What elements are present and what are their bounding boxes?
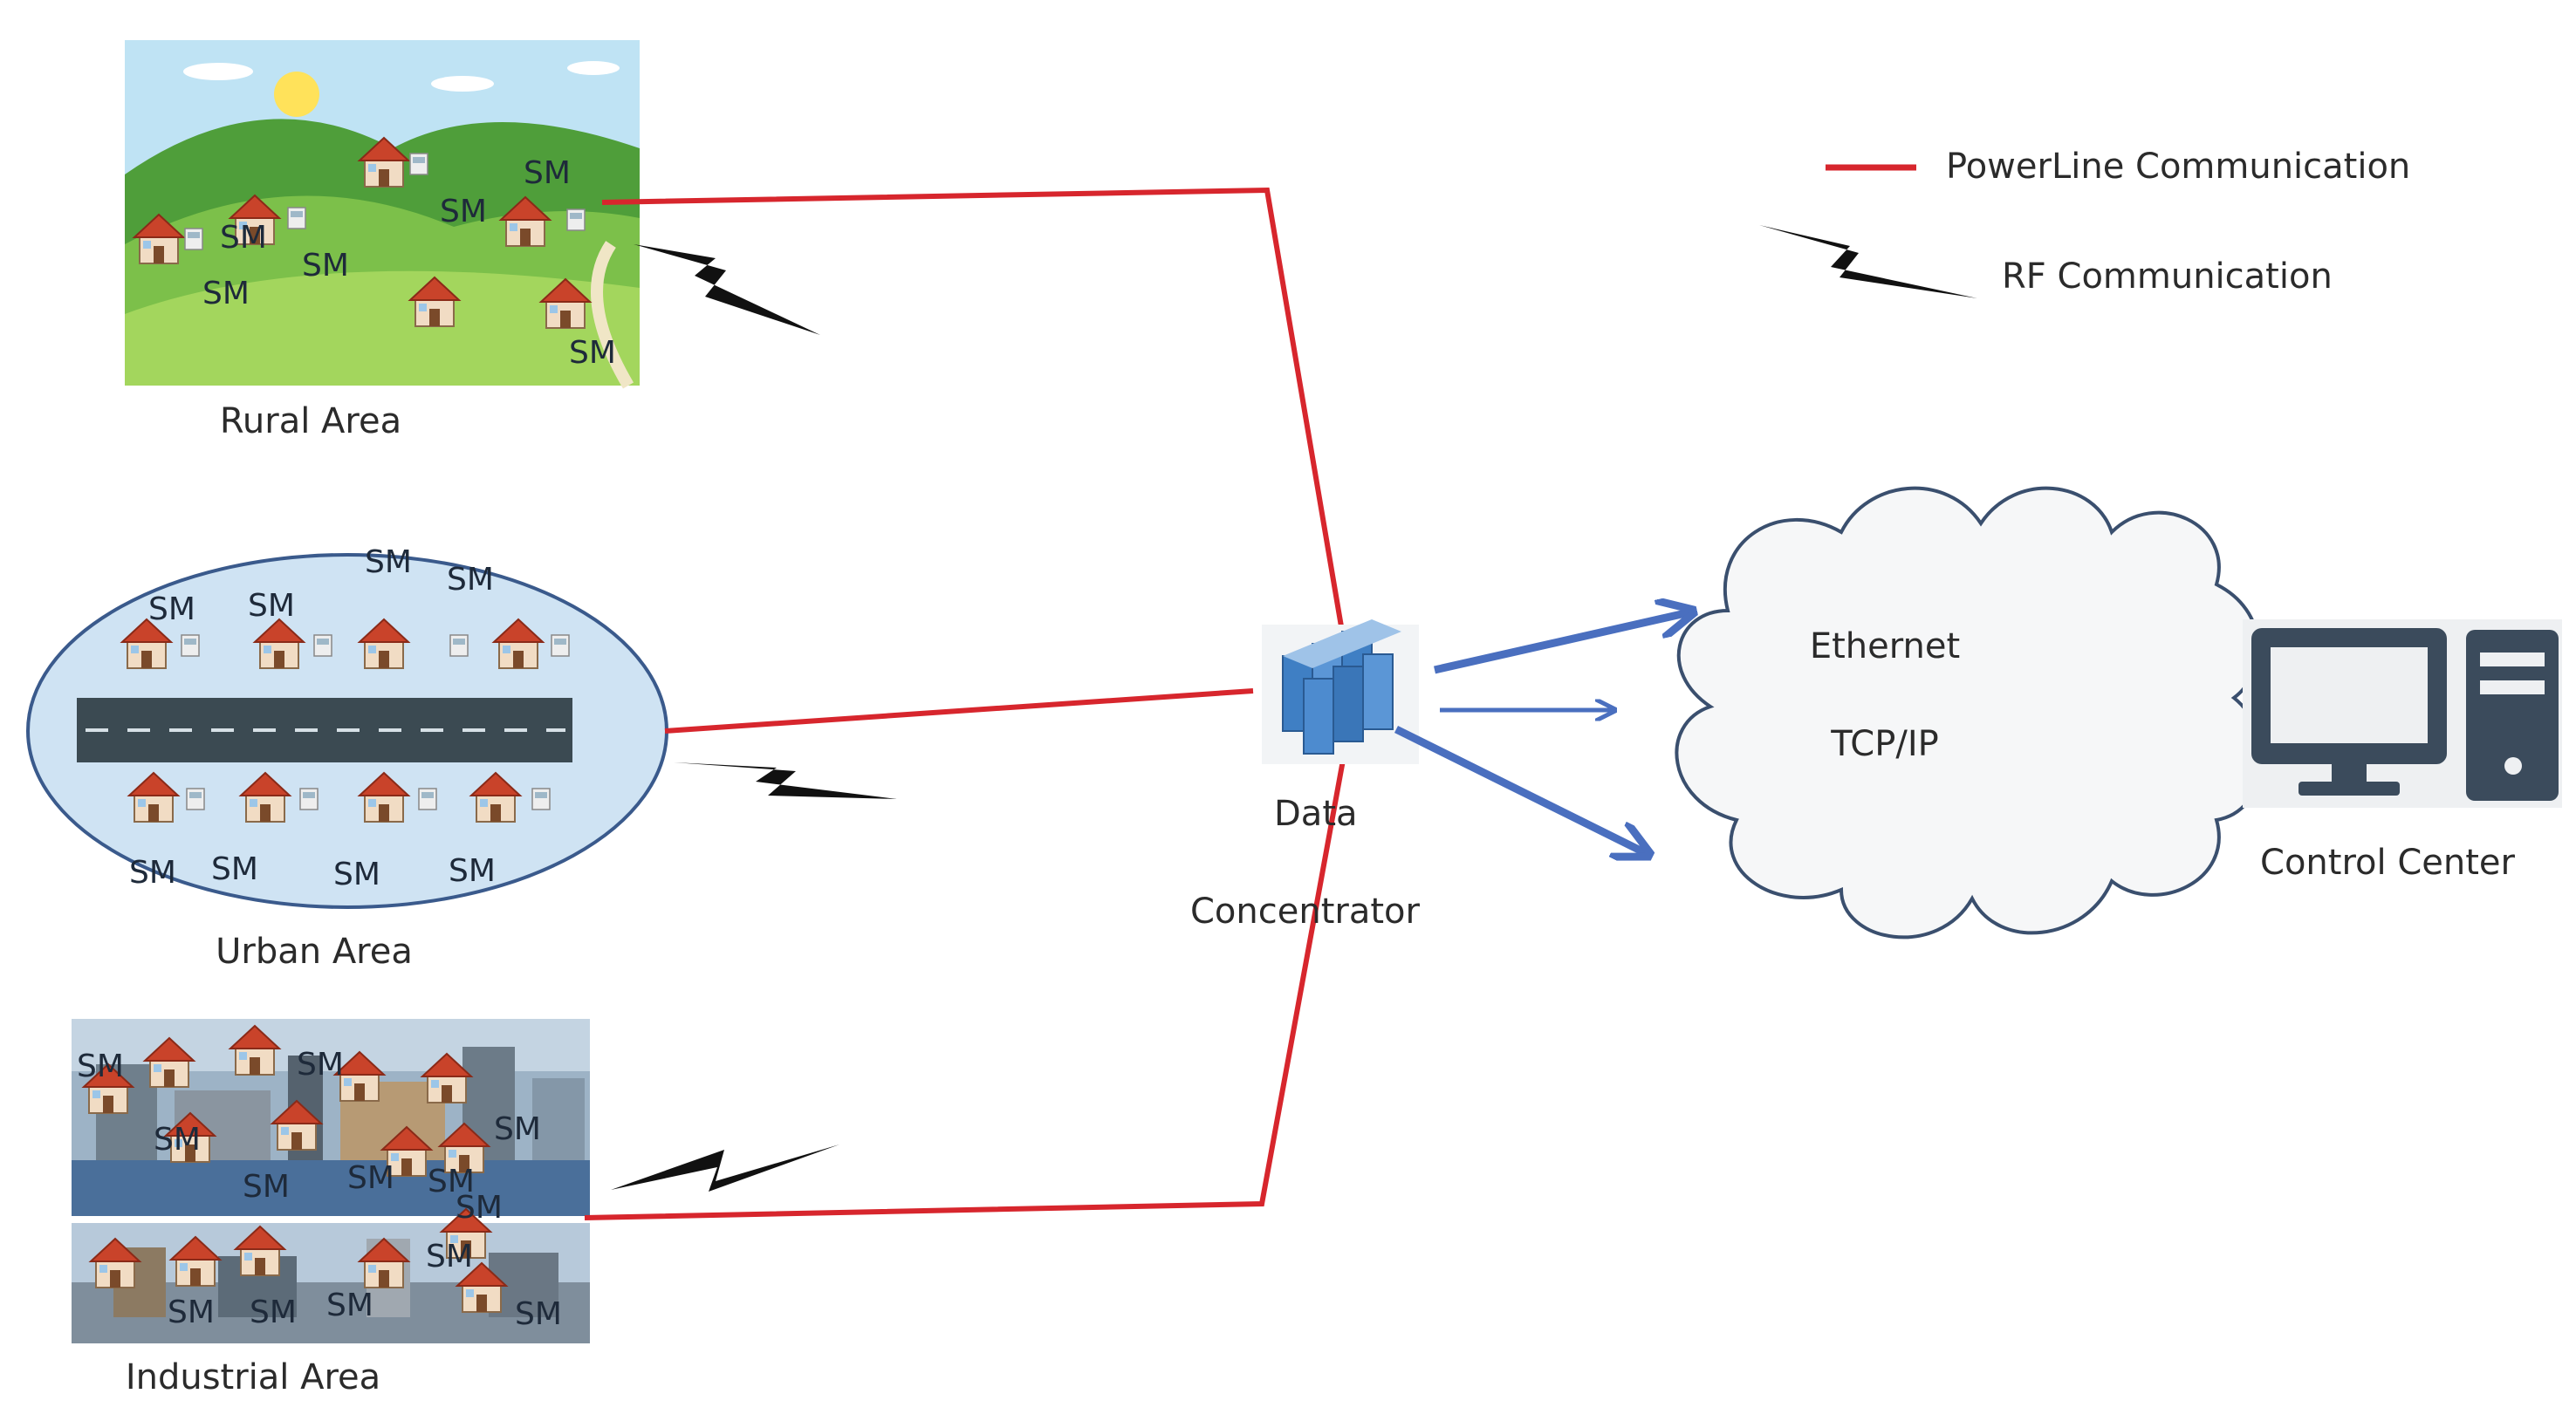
legend-powerline-label: PowerLine Communication	[1946, 147, 2410, 187]
computer-icon	[2243, 619, 2562, 808]
powerline-rural-to-concentrator	[601, 187, 1345, 632]
industrial-meter-label: SM	[326, 1288, 373, 1323]
urban-area-label: Urban Area	[216, 932, 413, 972]
rural-area-image	[125, 40, 640, 389]
cloud-label-ethernet: Ethernet	[1810, 626, 1960, 666]
industrial-meter-label: SM	[250, 1295, 297, 1330]
urban-meter-label: SM	[211, 851, 258, 887]
industrial-meter-label: SM	[494, 1111, 541, 1147]
rural-meter-label: SM	[302, 248, 349, 284]
rural-meter-label: SM	[524, 155, 571, 191]
urban-meter-label: SM	[449, 853, 496, 889]
urban-meter-label: SM	[129, 855, 176, 891]
industrial-meter-label: SM	[243, 1169, 290, 1205]
urban-meter-label: SM	[148, 591, 195, 627]
industrial-area: SM SM SM SM SM SM SM SM SM SM SM SM SM I…	[72, 1019, 590, 1397]
industrial-meter-label: SM	[426, 1239, 473, 1274]
legend-rf-swatch	[1759, 225, 1977, 298]
urban-meter-label: SM	[248, 588, 295, 624]
rural-area-label: Rural Area	[220, 401, 401, 441]
powerline-urban-to-concentrator	[664, 688, 1254, 734]
urban-area: SM SM SM SM SM SM SM SM Urban Area	[26, 544, 668, 972]
rural-meter-label: SM	[569, 335, 616, 371]
server-rack-icon	[1262, 619, 1419, 764]
control-center-label: Control Center	[2260, 843, 2515, 883]
industrial-meter-label: SM	[515, 1296, 562, 1332]
urban-meter-label: SM	[447, 562, 494, 598]
legend-rf-label: RF Communication	[2002, 256, 2333, 297]
rural-area: SM SM SM SM SM SM Rural Area	[125, 40, 640, 441]
industrial-area-image	[72, 1019, 590, 1343]
rf-links	[611, 244, 897, 1192]
legend: PowerLine Communication RF Communication	[1759, 147, 2410, 298]
rural-meter-label: SM	[440, 194, 487, 229]
urban-road	[77, 698, 572, 762]
urban-meter-label: SM	[333, 857, 380, 892]
industrial-meter-label: SM	[77, 1049, 124, 1084]
industrial-meter-label: SM	[168, 1295, 215, 1330]
cloud-label-tcpip: TCP/IP	[1830, 724, 1939, 764]
ethernet-cloud: Ethernet TCP/IP	[1675, 486, 2264, 939]
rural-meter-label: SM	[202, 276, 250, 311]
concentrator-label-line2: Concentrator	[1190, 892, 1421, 932]
rf-urban-icon	[674, 762, 897, 799]
powerline-links	[584, 187, 1346, 1220]
control-center: Control Center	[2243, 619, 2562, 883]
arrow-upper	[1434, 612, 1689, 674]
industrial-area-label: Industrial Area	[126, 1357, 380, 1397]
concentrator-label-line1: Data	[1274, 794, 1358, 834]
industrial-meter-label: SM	[297, 1047, 344, 1083]
urban-meter-label: SM	[365, 544, 412, 580]
industrial-meter-label: SM	[154, 1122, 201, 1158]
network-arrows	[1394, 612, 1689, 853]
rural-meter-label: SM	[220, 220, 267, 256]
industrial-meter-label: SM	[428, 1164, 475, 1199]
industrial-meter-label: SM	[456, 1190, 503, 1226]
arrow-lower	[1394, 725, 1646, 853]
rf-industrial-icon	[611, 1144, 839, 1192]
industrial-meter-label: SM	[347, 1160, 394, 1196]
cloud-shape	[1675, 486, 2264, 939]
powerline-industrial-to-concentrator	[584, 755, 1346, 1220]
data-concentrator: Data Concentrator	[1190, 619, 1421, 932]
